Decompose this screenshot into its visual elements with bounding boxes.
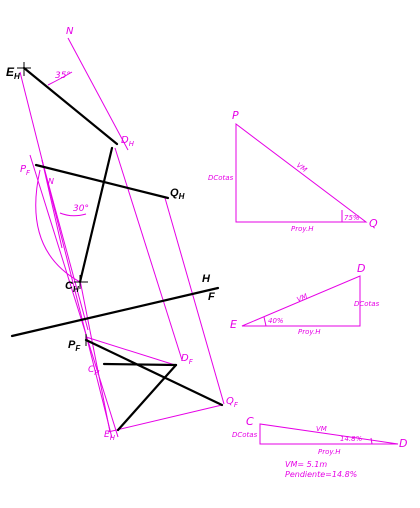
label-fold-h: H (202, 273, 211, 285)
triangle-p-q: P Q DCotas VM Proy.H 75% (208, 109, 378, 233)
label-d-h: DH (121, 135, 135, 148)
t1-label-q: Q (369, 217, 378, 230)
segment-p-q-front (84, 338, 224, 407)
label-q-f: QF (226, 396, 239, 409)
angle30-arc (59, 212, 87, 217)
label-d-f: DF (181, 353, 194, 366)
projector-d (114, 147, 183, 361)
label-p-f: PF (20, 164, 31, 177)
segment-d-e-front (116, 363, 178, 432)
projector-p (29, 154, 119, 438)
label-e-h: EH (6, 65, 20, 81)
result-block: VM= 5.1m Pendiente=14.8% (285, 460, 357, 479)
label-angle-35: 35° (55, 71, 71, 81)
point-ticks (17, 62, 88, 346)
rotation-arc (35, 169, 81, 283)
projector-e (19, 71, 113, 439)
t2-label-proy: Proy.H (298, 328, 321, 336)
angle30-line (41, 159, 63, 249)
segment-e-d (22, 66, 119, 146)
fold-perp-bottom (107, 404, 223, 433)
construction-lines (19, 37, 225, 439)
label-n-mid: N (48, 177, 54, 186)
t1-label-vm: VM (295, 161, 308, 174)
label-p-f2: PF (68, 339, 81, 353)
angle35-arc (47, 71, 73, 86)
label-q-h: QH (170, 187, 185, 201)
t3-label-vm: VM (316, 425, 327, 433)
projector-c (79, 279, 111, 433)
label-angle-30: 30° (73, 204, 89, 214)
t2-label-e: E (230, 318, 237, 331)
left-labels: N EH 35° DH PF N QH 30° CH H F PF CH DF … (6, 26, 239, 442)
t3-label-d: D (399, 437, 407, 450)
segment-p-q (34, 163, 170, 200)
t1-label-angle: 75% (344, 214, 360, 222)
triangle-c-d: C D DCotas VM Proy.H 14.8% (232, 415, 407, 456)
t3-label-angle: 14.8% (340, 435, 363, 443)
t2-label-angle: 40% (268, 317, 284, 325)
t3-label-proy: Proy.H (318, 448, 341, 456)
projector-n (41, 159, 89, 331)
t1-label-proy: Proy.H (291, 225, 314, 233)
t1-label-cotas: DCotas (208, 174, 234, 182)
projector-q (164, 197, 225, 405)
label-fold-f: F (208, 291, 215, 303)
t2-label-cotas: DCotas (354, 300, 380, 308)
object-lines (10, 66, 224, 432)
triangle-d-e: D E DCotas VM Proy.H 40% (230, 262, 380, 336)
t1-label-p: P (232, 109, 239, 122)
t2-label-vm: VM (296, 292, 309, 304)
fold-line-hf (10, 286, 220, 338)
result-pendiente: Pendiente=14.8% (285, 470, 357, 479)
t2-label-d: D (357, 262, 365, 275)
label-c-h2: CH (88, 365, 100, 377)
label-e-h2: EH (104, 430, 116, 442)
line-n-axis (67, 37, 129, 151)
label-c-h: CH (65, 280, 79, 294)
t3-label-c: C (246, 415, 254, 428)
t3-label-cotas: DCotas (232, 431, 258, 439)
segment-c-d-front (102, 362, 178, 367)
result-vm: VM= 5.1m (285, 460, 327, 469)
label-n-top: N (66, 26, 74, 37)
fold-perp-top (85, 336, 176, 366)
segment-d-c (78, 146, 114, 284)
